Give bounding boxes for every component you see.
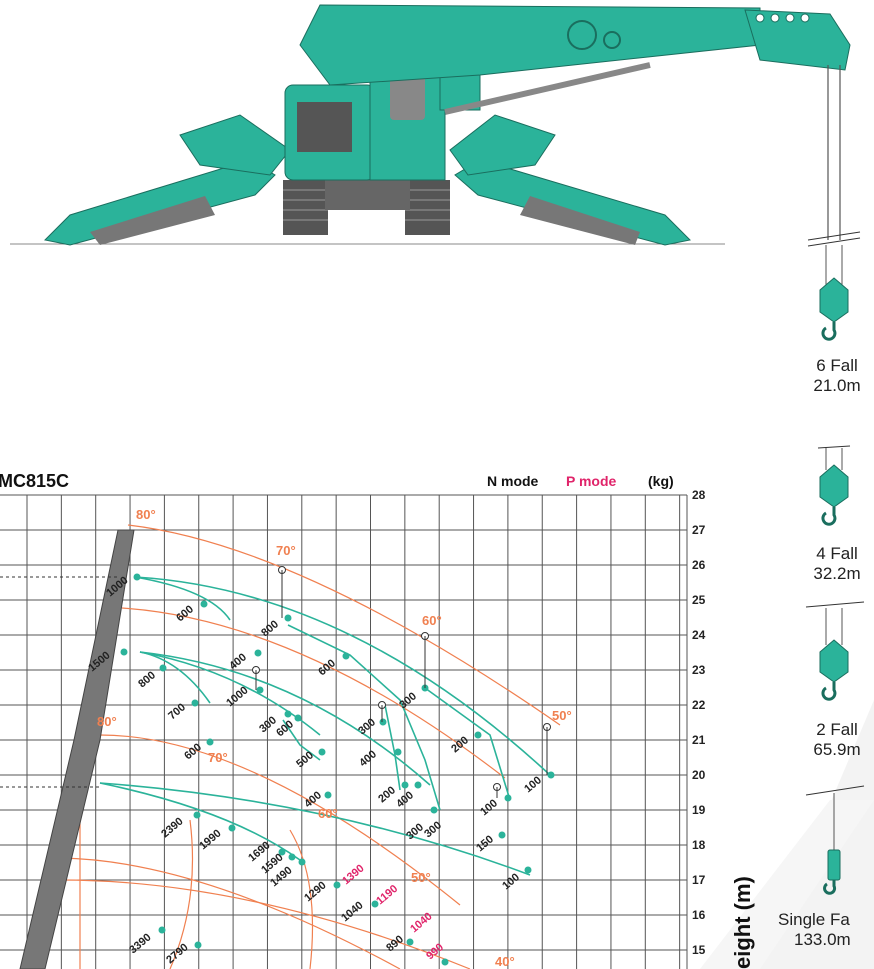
- load-label: 600: [274, 718, 296, 739]
- angle-label: 60°: [422, 613, 442, 628]
- y-tick-label: 20: [692, 768, 706, 782]
- angle-arcs: [59, 524, 561, 969]
- load-label: 1290: [302, 879, 328, 904]
- y-tick-label: 17: [692, 873, 706, 887]
- angle-label: 80°: [136, 507, 156, 522]
- four-fall-hook-icon: [817, 445, 851, 526]
- two-fall-hook-icon: [805, 601, 865, 701]
- load-label: 890: [384, 933, 406, 954]
- angle-label: 40°: [495, 954, 515, 969]
- chart-boom: [19, 529, 135, 969]
- fall-length: 133.0m: [794, 930, 851, 949]
- six-fall-hook-icon: [807, 231, 861, 341]
- load-label: 800: [136, 669, 158, 690]
- y-tick-label: 15: [692, 943, 706, 957]
- single-fall-hook-icon: [805, 785, 865, 895]
- fall-name: 2 Fall: [816, 720, 858, 739]
- angle-label: 50°: [411, 870, 431, 885]
- load-chart: 80° 70° 60° 50° 80° 70° 60° 50° 40° 1000…: [0, 471, 755, 969]
- chart-grid: [0, 494, 688, 969]
- n-mode-label: N mode: [487, 473, 539, 489]
- load-points: [120, 573, 555, 966]
- y-tick-label: 25: [692, 593, 706, 607]
- p-mode-label: P mode: [566, 473, 617, 489]
- load-label: 300: [356, 716, 378, 737]
- p-load-label: 1040: [408, 910, 434, 935]
- p-load-label: 1190: [374, 883, 400, 908]
- load-label: 3390: [127, 931, 153, 956]
- y-tick-label: 22: [692, 698, 706, 712]
- y-tick-label: 18: [692, 838, 706, 852]
- fall-label-2: 2 Fall 65.9m: [800, 720, 874, 760]
- load-label: 600: [182, 741, 204, 762]
- load-label: 100: [522, 774, 544, 795]
- load-label: 2790: [164, 941, 190, 966]
- y-axis-title: eight (m): [730, 876, 755, 969]
- angle-label: 80°: [97, 714, 117, 729]
- angle-label: 60°: [318, 806, 338, 821]
- fall-length: 65.9m: [813, 740, 861, 759]
- load-label: 200: [449, 734, 471, 755]
- model-title: MC815C: [0, 471, 69, 491]
- load-label: 2390: [159, 815, 185, 840]
- load-label: 100: [500, 871, 522, 892]
- y-tick-label: 28: [692, 488, 706, 502]
- y-tick-label: 21: [692, 733, 706, 747]
- load-label: 400: [227, 651, 249, 672]
- load-curves: [99, 576, 551, 876]
- angle-label: 50°: [552, 708, 572, 723]
- load-label: 150: [474, 833, 496, 854]
- fall-length: 21.0m: [813, 376, 861, 395]
- fall-label-single: Single Fa 133.0m: [778, 910, 874, 950]
- load-label: 400: [357, 748, 379, 769]
- y-tick-label: 16: [692, 908, 706, 922]
- y-tick-label: 24: [692, 628, 706, 642]
- p-load-label: 990: [424, 941, 446, 962]
- watermark-shape-2: [700, 800, 874, 969]
- fall-length: 32.2m: [813, 564, 861, 583]
- y-tick-label: 27: [692, 523, 706, 537]
- y-tick-label: 23: [692, 663, 706, 677]
- load-label: 600: [316, 657, 338, 678]
- angle-label: 70°: [208, 750, 228, 765]
- fall-name: 6 Fall: [816, 356, 858, 375]
- load-label: 800: [259, 618, 281, 639]
- load-label: 600: [174, 603, 196, 624]
- load-label: 400: [394, 789, 416, 810]
- fall-name: Single Fa: [778, 910, 850, 929]
- y-tick-label: 26: [692, 558, 706, 572]
- angle-label: 70°: [276, 543, 296, 558]
- load-label: 1040: [339, 899, 365, 924]
- load-label: 1990: [197, 827, 223, 852]
- load-label: 300: [397, 690, 419, 711]
- fall-label-4: 4 Fall 32.2m: [800, 544, 874, 584]
- y-tick-label: 19: [692, 803, 706, 817]
- unit-label: (kg): [648, 473, 674, 489]
- load-label: 300: [422, 819, 444, 840]
- load-label: 100: [478, 797, 500, 818]
- p-load-label: 1390: [340, 862, 366, 887]
- crane-illustration: [10, 4, 851, 246]
- load-label: 500: [294, 749, 316, 770]
- fall-name: 4 Fall: [816, 544, 858, 563]
- load-label: 700: [166, 701, 188, 722]
- fall-label-6: 6 Fall 21.0m: [800, 356, 874, 396]
